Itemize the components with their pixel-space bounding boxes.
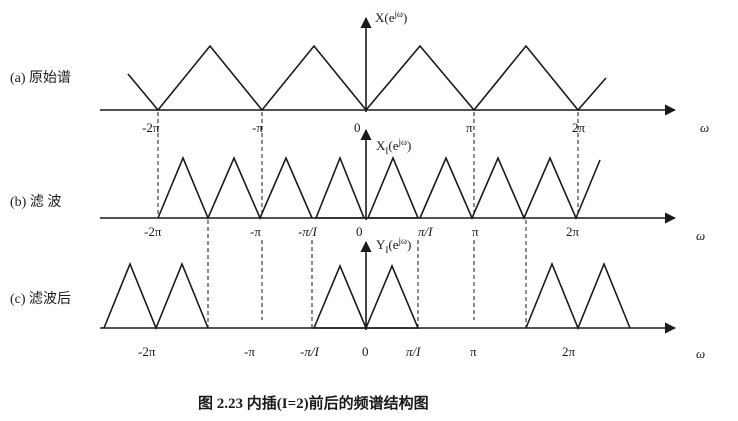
guides-ab [157,112,579,218]
tick-c-pi-over-i: π/I [406,344,421,359]
panel-b-axis-var: ω [696,228,705,243]
tick-b-zero: 0 [356,224,363,239]
tick-c-zero: 0 [362,344,369,359]
panel-c-hatched-right [364,263,420,329]
panel-c-axis-var: ω [696,346,705,361]
tick-c-2pi: 2π [562,344,576,359]
panel-b: (b) 滤 波 XI(ejω) ω -2π -π -π/I 0 π/I π 2π [10,128,705,243]
tick-a-neg-pi: -π [252,120,263,135]
tick-c-neg-pi: -π [244,344,255,359]
panel-c: (c) 滤波后 YI(ejω) ω -2π -π -π/I 0 π/I π 2π [10,236,705,361]
tick-a-2pi: 2π [572,120,586,135]
panel-c-image-left [103,261,209,331]
panel-a: (a) 原始谱 X(ejω) ω -2π -π 0 π 2π [10,9,709,135]
panel-a-spectrum [127,44,607,112]
tick-b-pi-over-i: π/I [418,224,433,239]
panel-b-spectrum [157,155,313,221]
tick-b-neg-pi: -π [250,224,261,239]
row-label-c: (c) 滤波后 [10,291,71,307]
panel-a-spectrum-label: X(ejω) [375,9,407,25]
tick-b-pi: π [472,224,479,239]
panel-b-spectrum-right [419,155,601,221]
row-label-a: (a) 原始谱 [10,70,71,86]
tick-b-neg-2pi: -2π [144,224,162,239]
panel-c-spectrum-label: YI(ejω) [376,236,411,255]
tick-c-neg-2pi: -2π [138,344,156,359]
tick-a-neg-2pi: -2π [142,120,160,135]
guides-bc [207,220,527,328]
panel-c-image-right [525,261,631,331]
row-label-b: (b) 滤 波 [10,194,61,210]
tick-a-zero: 0 [354,120,361,135]
tick-a-pi: π [466,120,473,135]
figure-caption: 图 2.23 内插(I=2)前后的频谱结构图 [198,394,429,412]
tick-b-2pi: 2π [566,224,580,239]
panel-a-axis-var: ω [700,120,709,135]
panel-c-hatched-left [312,263,368,329]
tick-c-neg-pi-over-i: -π/I [300,344,319,359]
panel-b-hatched-right [366,155,420,219]
panel-b-spectrum-label: XI(ejω) [376,137,411,156]
tick-c-pi: π [470,344,477,359]
panel-b-hatched-left [314,155,366,219]
tick-b-neg-pi-over-i: -π/I [298,224,317,239]
